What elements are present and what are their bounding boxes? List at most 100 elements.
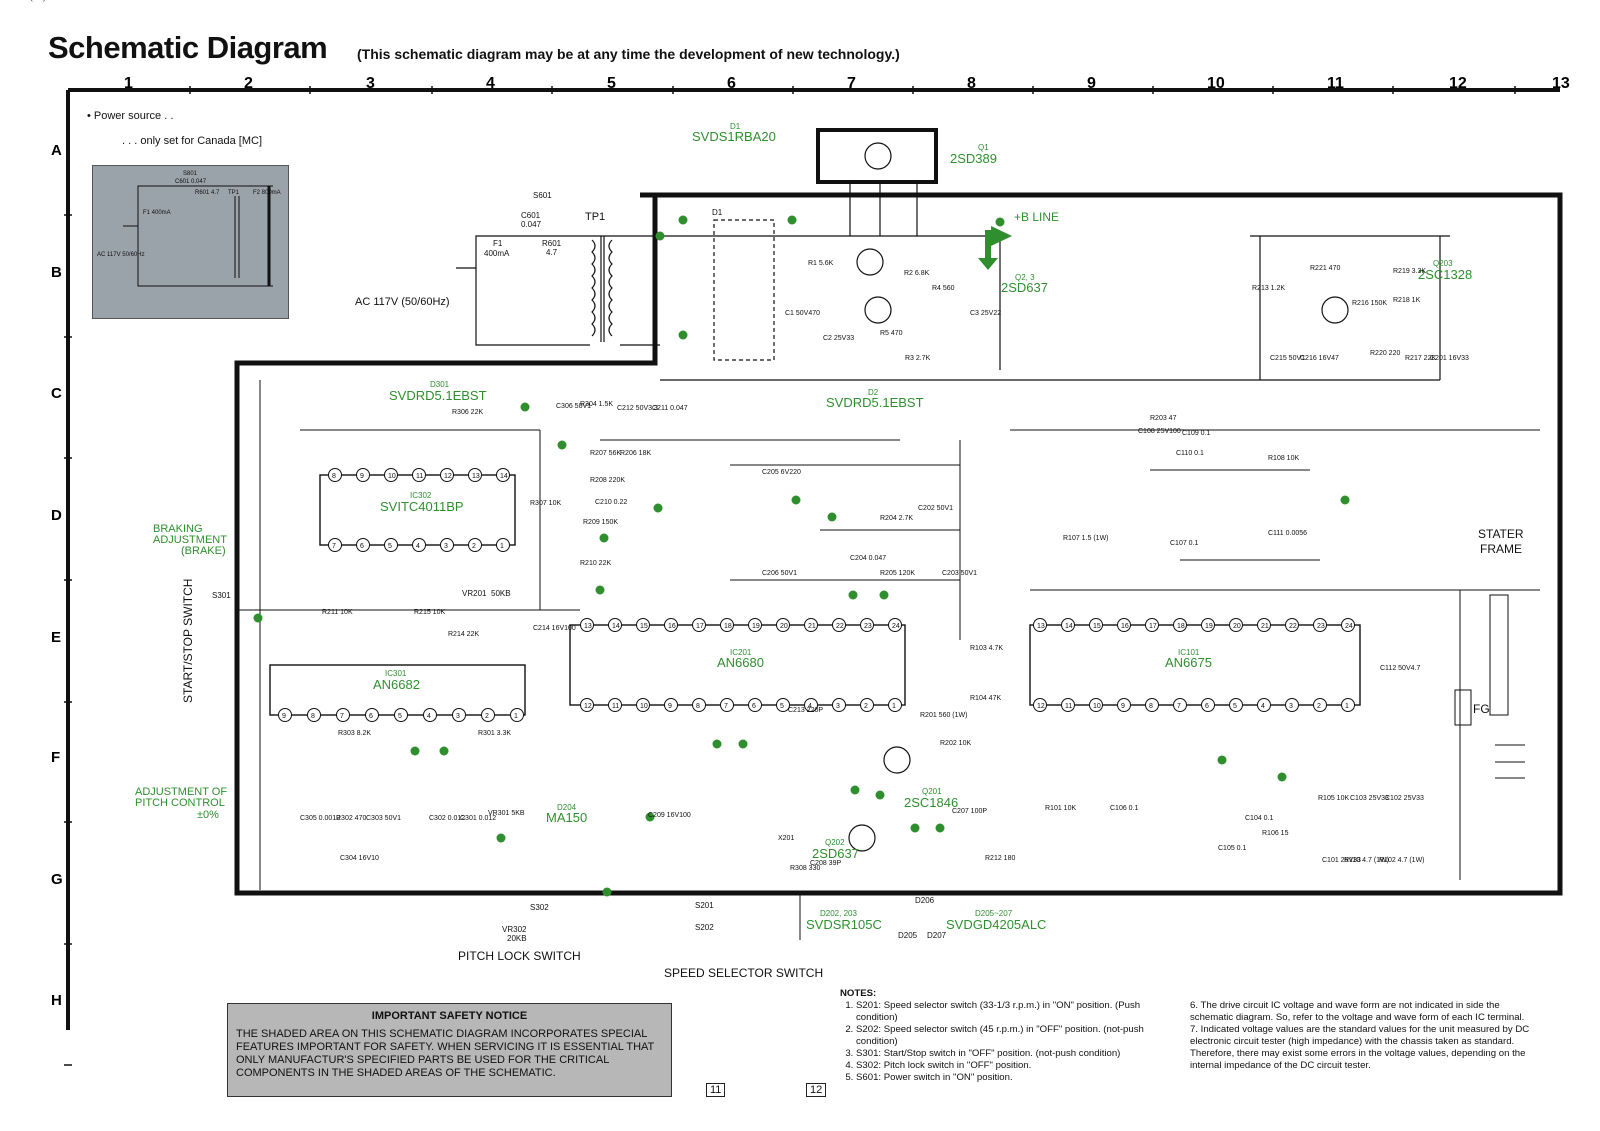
ic-pin-number: 18 <box>1177 623 1185 630</box>
ic-pin-number: 12 <box>1037 703 1045 710</box>
ic-pin-number: 9 <box>1121 703 1125 710</box>
note-item: 6. The drive circuit IC voltage and wave… <box>1190 1000 1525 1023</box>
component-label: R208 220K <box>590 477 625 484</box>
component-label: R307 10K <box>530 500 561 507</box>
ic-pin <box>423 708 437 722</box>
ic-pin-number: 8 <box>332 473 336 480</box>
column-label: 9 <box>1087 75 1096 92</box>
component-label: C202 50V1 <box>918 505 953 512</box>
component-label: R215 10K <box>414 609 445 616</box>
component-label: C104 0.1 <box>1245 815 1274 822</box>
ic-pin <box>1257 618 1271 632</box>
ic-pin-number: 13 <box>472 473 480 480</box>
ic-pin-number: 6 <box>369 713 373 720</box>
ic-pin-number: 23 <box>1317 623 1325 630</box>
ic-pin <box>832 618 846 632</box>
ic-pin <box>1089 618 1103 632</box>
ic-pin <box>748 698 762 712</box>
stater-label-2: FRAME <box>1480 542 1522 556</box>
component-label: C203 50V1 <box>942 570 977 577</box>
ic-pin <box>804 698 818 712</box>
ic-pin <box>832 698 846 712</box>
component-label: R216 150K <box>1352 300 1387 307</box>
r601-value: 4.7 <box>546 248 558 257</box>
ic-pin-number: 13 <box>584 623 592 630</box>
ic-pin <box>496 468 510 482</box>
component-label: R210 22K <box>580 560 611 567</box>
column-label: 8 <box>967 75 976 92</box>
component-label: X201 <box>778 835 794 842</box>
component-label: R102 4.7 (1W) <box>1379 857 1425 864</box>
component-label: C204 0.047 <box>850 555 886 562</box>
test-point-dot <box>655 231 665 241</box>
component-label: VR301 5KB <box>488 810 525 817</box>
ic-pin <box>692 698 706 712</box>
ic-pin-number: 6 <box>360 543 364 550</box>
column-label: 10 <box>1207 75 1225 92</box>
component-label: R302 470 <box>336 815 366 822</box>
ic-pin <box>1061 698 1075 712</box>
ic-pin <box>1173 618 1187 632</box>
ic-pin-number: 7 <box>340 713 344 720</box>
ic-pin-number: 13 <box>1037 623 1045 630</box>
ic-pin <box>664 698 678 712</box>
page-title: Schematic Diagram <box>48 30 328 65</box>
ic-pin-number: 19 <box>1205 623 1213 630</box>
d1-part: SVDS1RBA20 <box>692 129 776 144</box>
power-note-2: . . . only set for Canada [MC] <box>122 135 262 147</box>
ic-pin <box>1257 698 1271 712</box>
note-item: 7. Indicated voltage values are the stan… <box>1190 1024 1530 1071</box>
component-label: R220 220 <box>1370 350 1400 357</box>
ic-pin <box>1201 618 1215 632</box>
component-label: R108 10K <box>1268 455 1299 462</box>
ic-pin <box>1313 618 1327 632</box>
component-label: C216 16V47 <box>1300 355 1339 362</box>
ic-pin <box>776 698 790 712</box>
main-frame <box>234 128 1563 896</box>
ic-pin-number: 4 <box>1261 703 1265 710</box>
component-label: C205 6V220 <box>762 469 801 476</box>
row-label: A <box>51 142 62 159</box>
column-label: 6 <box>727 75 736 92</box>
component-label: R201 560 (1W) <box>920 712 967 719</box>
inset-label: TP1 <box>228 190 240 196</box>
component-label: R110 4.7 (1W) <box>1344 857 1389 864</box>
component-label: C302 0.012 <box>429 815 465 822</box>
ic-pin-number: 22 <box>836 623 844 630</box>
start-stop-label: START/STOP SWITCH <box>181 579 195 703</box>
b-line-arrow <box>978 226 1012 270</box>
ic-pin <box>1285 618 1299 632</box>
ic-pin-number: 8 <box>696 703 700 710</box>
component-label: R303 8.2K <box>338 730 371 737</box>
ic-pin-number: 3 <box>444 543 448 550</box>
ic-pin-number: 2 <box>1317 703 1321 710</box>
ic-pin <box>1229 618 1243 632</box>
column-label: 13 <box>1552 75 1570 92</box>
labels-green: D1 SVDS1RBA20 Q1 2SD389 +B LINE Q2, 3 2S… <box>135 122 1472 932</box>
ic-pin-number: 18 <box>724 623 732 630</box>
notes-block-2: 6. The drive circuit IC voltage and wave… <box>1190 1000 1530 1072</box>
component-label: C215 50V1 <box>1270 355 1305 362</box>
ic-pin <box>440 468 454 482</box>
ic-pin <box>1089 698 1103 712</box>
q202-ref: Q202 <box>825 838 845 847</box>
d205-ref: D205~207 <box>975 909 1013 918</box>
component-label: C105 0.1 <box>1218 845 1247 852</box>
component-label: C110 0.1 <box>1176 450 1204 457</box>
test-point-dot <box>827 512 837 522</box>
component-label: R304 1.5K <box>580 401 613 408</box>
component-label: C303 50V1 <box>366 815 401 822</box>
component-label: C103 25V33 <box>1350 795 1389 802</box>
c601-value: 0.047 <box>521 220 542 229</box>
ic-pin <box>608 618 622 632</box>
ic-pin <box>664 618 678 632</box>
ic-pin-number: 3 <box>1289 703 1293 710</box>
notes-block: NOTES: S201: Speed selector switch (33-1… <box>840 988 1170 1084</box>
ic-pin <box>1033 618 1047 632</box>
component-label: C111 0.0056 <box>1268 530 1307 537</box>
row-label: C <box>51 385 62 402</box>
component-label: C211 0.047 <box>652 405 688 412</box>
